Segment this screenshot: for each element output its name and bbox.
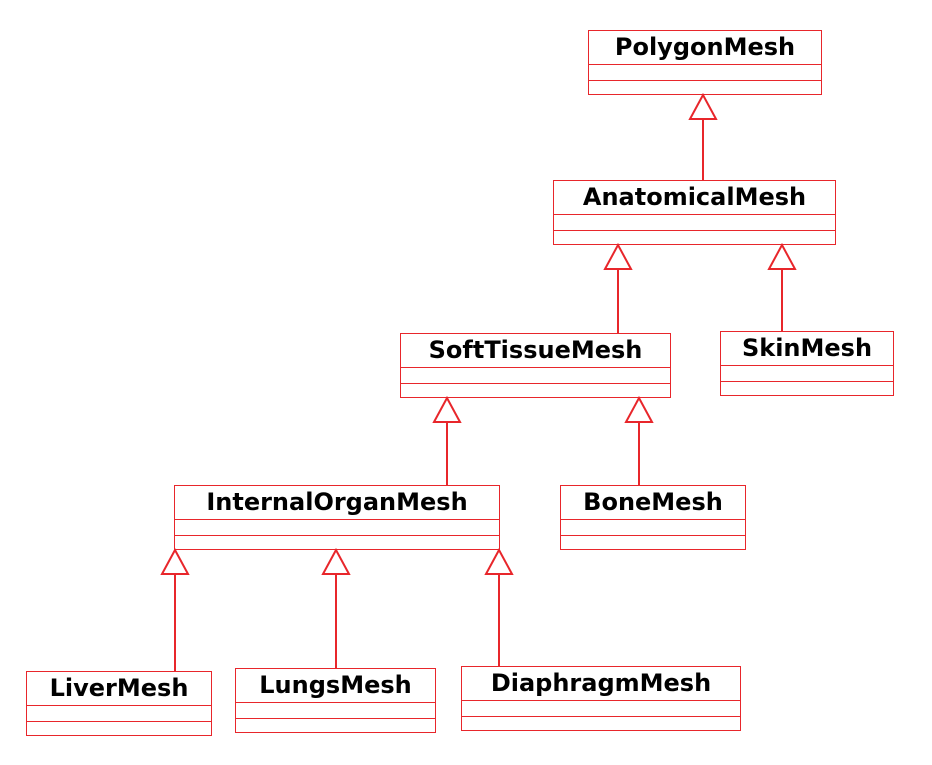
class-skin-mesh[interactable]: SkinMesh	[720, 331, 894, 396]
class-liver-mesh[interactable]: LiverMesh	[26, 671, 212, 736]
class-polygon-mesh[interactable]: PolygonMesh	[588, 30, 822, 95]
class-name-anatomical-mesh: AnatomicalMesh	[582, 183, 807, 211]
class-lungs-mesh[interactable]: LungsMesh	[235, 668, 436, 733]
class-name-internal-organ-mesh: InternalOrganMesh	[206, 488, 468, 516]
class-internal-organ-mesh[interactable]: InternalOrganMesh	[174, 485, 500, 550]
attributes-compartment	[554, 214, 835, 230]
attributes-compartment	[561, 519, 745, 535]
attributes-compartment	[401, 367, 670, 383]
operations-compartment	[589, 80, 821, 94]
generalization-arrowhead-anatomical-left	[603, 242, 633, 270]
operations-compartment	[175, 535, 499, 549]
generalization-arrowhead-anatomical-right	[767, 242, 797, 270]
generalization-arrowhead-internal-organ-right	[484, 547, 514, 575]
operations-compartment	[236, 718, 435, 732]
generalization-arrowhead-soft-tissue-right	[624, 395, 654, 423]
class-name-lungs-mesh: LungsMesh	[259, 671, 412, 699]
class-name-diaphragm-mesh: DiaphragmMesh	[490, 669, 712, 697]
attributes-compartment	[175, 519, 499, 535]
operations-compartment	[401, 383, 670, 397]
operations-compartment	[561, 535, 745, 549]
class-anatomical-mesh[interactable]: AnatomicalMesh	[553, 180, 836, 245]
class-name-bone-mesh: BoneMesh	[583, 488, 723, 516]
operations-compartment	[462, 716, 740, 730]
attributes-compartment	[589, 64, 821, 80]
attributes-compartment	[27, 705, 211, 721]
operations-compartment	[721, 381, 893, 395]
class-soft-tissue-mesh[interactable]: SoftTissueMesh	[400, 333, 671, 398]
generalization-arrowhead-internal-organ-middle	[321, 547, 351, 575]
class-diaphragm-mesh[interactable]: DiaphragmMesh	[461, 666, 741, 731]
operations-compartment	[27, 721, 211, 735]
generalization-arrowhead-polygon-mesh	[688, 92, 718, 120]
attributes-compartment	[236, 702, 435, 718]
class-name-polygon-mesh: PolygonMesh	[614, 33, 796, 61]
generalization-arrowhead-soft-tissue-left	[432, 395, 462, 423]
generalization-arrowhead-internal-organ-left	[160, 547, 190, 575]
class-name-skin-mesh: SkinMesh	[741, 334, 873, 362]
attributes-compartment	[721, 365, 893, 381]
class-name-liver-mesh: LiverMesh	[49, 674, 189, 702]
class-name-soft-tissue-mesh: SoftTissueMesh	[428, 336, 643, 364]
operations-compartment	[554, 230, 835, 244]
class-bone-mesh[interactable]: BoneMesh	[560, 485, 746, 550]
attributes-compartment	[462, 700, 740, 716]
